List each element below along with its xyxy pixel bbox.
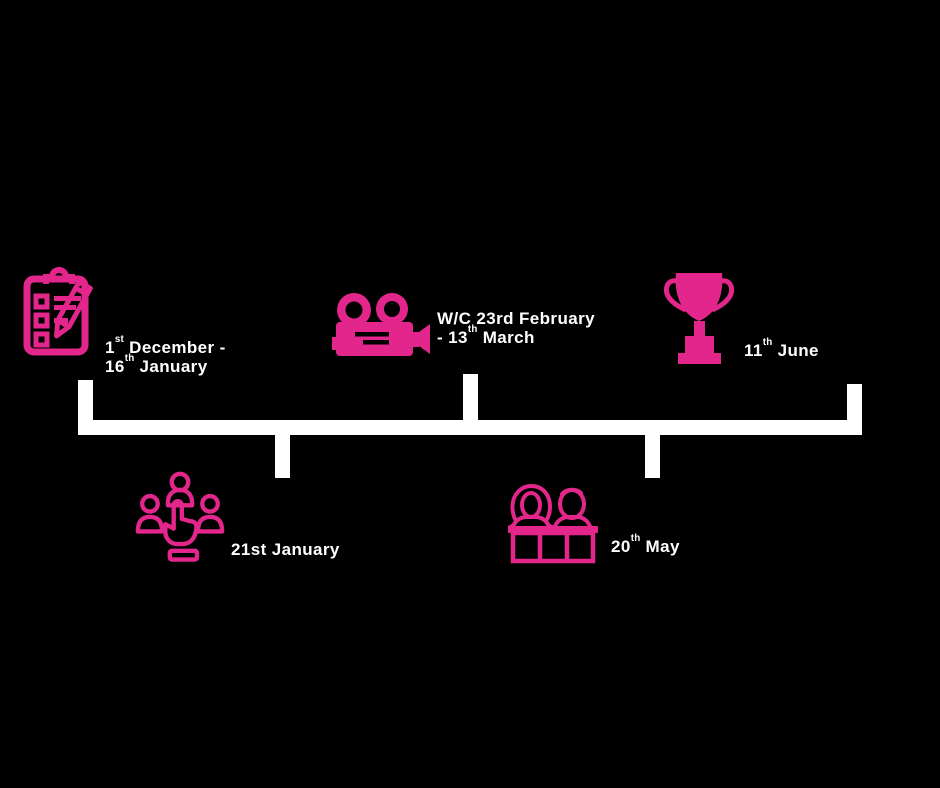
timeline-tick-down-1 bbox=[275, 433, 290, 478]
timeline-tick-start bbox=[78, 380, 93, 422]
event-date-line: 16th January bbox=[105, 353, 208, 376]
timeline-tick-end bbox=[847, 384, 862, 422]
vote-hand-icon bbox=[133, 466, 227, 564]
event-date-line: - 13th March bbox=[437, 324, 535, 347]
event-date-label: 1st December - 16th January bbox=[105, 334, 226, 376]
video-camera-icon bbox=[330, 282, 430, 358]
timeline-tick-middle-up bbox=[463, 374, 478, 422]
event-date-label: 21st January bbox=[231, 540, 340, 559]
clipboard-pencil-icon bbox=[21, 262, 97, 358]
event-date-line: 21st January bbox=[231, 540, 340, 559]
trophy-icon bbox=[663, 272, 735, 365]
event-date-line: 1st December - bbox=[105, 334, 226, 357]
event-date-label: W/C 23rd February - 13th March bbox=[437, 309, 595, 347]
event-date-label: 11th June bbox=[744, 337, 819, 360]
judges-panel-icon bbox=[506, 478, 600, 564]
event-date-label: 20th May bbox=[611, 533, 680, 556]
timeline-tick-down-2 bbox=[645, 433, 660, 478]
event-date-line: 20th May bbox=[611, 533, 680, 556]
timeline-bar bbox=[78, 420, 862, 435]
event-date-line: 11th June bbox=[744, 337, 819, 360]
event-date-line: W/C 23rd February bbox=[437, 309, 595, 328]
